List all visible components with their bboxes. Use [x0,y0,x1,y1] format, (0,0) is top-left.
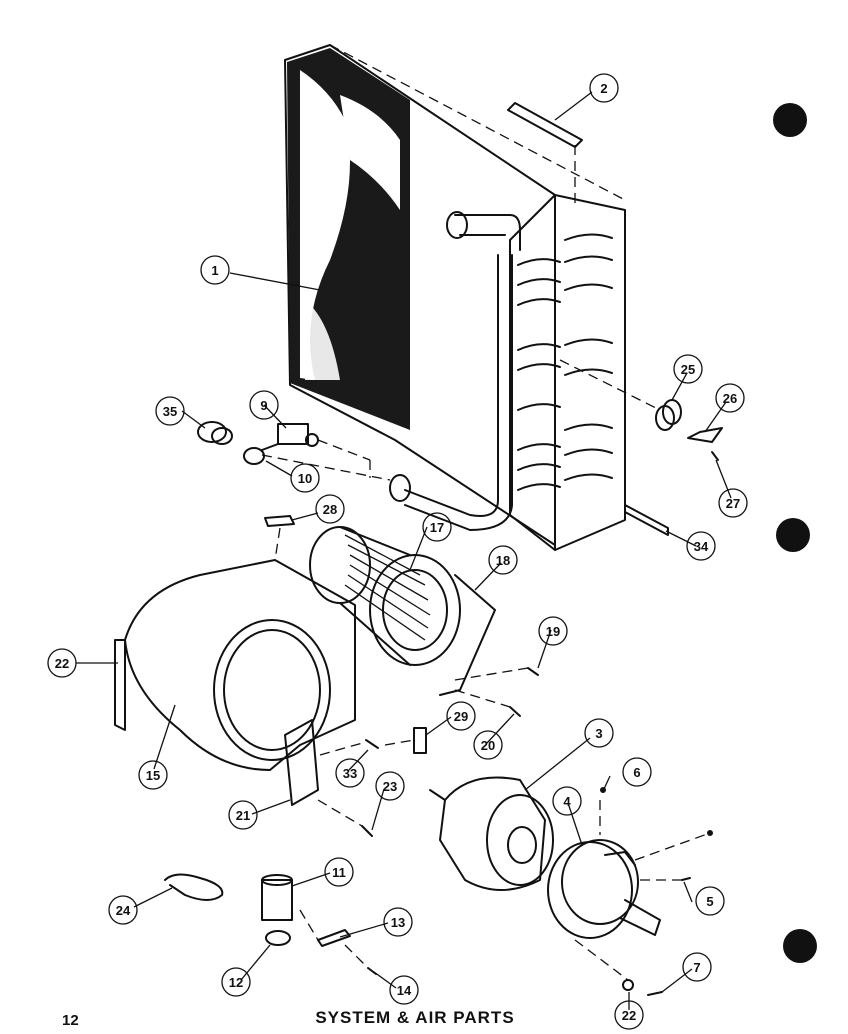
part-7-screw [647,991,663,996]
callout-27: 27 [718,488,748,518]
part-28-strip [264,515,295,527]
part-11-capacitor [261,874,293,921]
callout-2: 2 [589,73,619,103]
callout-28: 28 [315,494,345,524]
punch-hole-middle [776,518,810,552]
part-29-tab [413,727,427,754]
svg-text:2: 2 [600,81,607,96]
part-25-clip [655,399,682,431]
callout-20: 20 [473,730,503,760]
part-24-strap [164,873,224,901]
part-19-screw [527,667,539,676]
callout-4: 4 [552,786,582,816]
svg-text:15: 15 [146,768,160,783]
callout-25: 25 [673,354,703,384]
part-13-bracket [317,929,351,947]
svg-text:12: 12 [229,975,243,990]
callout-13: 13 [383,907,413,937]
svg-text:20: 20 [481,738,495,753]
svg-text:34: 34 [694,539,709,554]
svg-text:14: 14 [397,983,412,998]
part-17-blower-wheel [309,526,461,666]
svg-text:17: 17 [430,520,444,535]
svg-text:24: 24 [116,903,131,918]
part-9-valve [277,423,319,447]
svg-text:11: 11 [332,865,346,880]
assembly-dash-lines [261,44,711,981]
svg-text:6: 6 [633,765,640,780]
page-title: SYSTEM & AIR PARTS [315,1008,514,1027]
svg-text:21: 21 [236,808,250,823]
callout-22-bottom: 22 [614,1000,644,1030]
callout-33: 33 [335,758,365,788]
callout-5: 5 [695,886,725,916]
callout-6: 6 [622,757,652,787]
punch-hole-bottom [783,929,817,963]
part-26-fitting [687,427,723,443]
svg-text:33: 33 [343,766,357,781]
part-35-clamp [197,421,233,445]
callout-12: 12 [221,967,251,997]
part-27-screw [711,451,719,461]
part-21-bracket [284,719,319,806]
part-3-motor [429,776,554,891]
evaporator-coil [284,44,626,551]
svg-text:3: 3 [595,726,602,741]
part-4-mount-ring [547,839,661,939]
svg-text:13: 13 [391,915,405,930]
callout-22-left: 22 [47,648,77,678]
callout-23: 23 [375,771,405,801]
leader-lines [76,91,732,1010]
part-2-bracket [507,102,583,148]
callout-15: 15 [138,760,168,790]
part-10-cap [243,443,279,465]
callout-14: 14 [389,975,419,1005]
svg-text:10: 10 [298,471,312,486]
part-34-bracket [624,504,669,536]
punch-hole-top [773,103,807,137]
part-23-screw [361,825,373,837]
part-5-nut [707,830,713,836]
callout-7: 7 [682,952,712,982]
part-33-screw [365,739,379,749]
svg-text:29: 29 [454,709,468,724]
page-number: 12 [62,1012,79,1029]
callout-11: 11 [324,857,354,887]
svg-text:25: 25 [681,362,695,377]
callout-1: 1 [200,255,230,285]
callout-35: 35 [155,396,185,426]
callout-19: 19 [538,616,568,646]
svg-text:26: 26 [723,391,737,406]
part-20-screw [509,706,521,717]
callout-9: 9 [249,390,279,420]
svg-text:27: 27 [726,496,740,511]
callout-24: 24 [108,895,138,925]
svg-text:23: 23 [383,779,397,794]
svg-text:28: 28 [323,502,337,517]
callout-3: 3 [584,718,614,748]
svg-text:1: 1 [211,263,218,278]
part-15-blower-housing [114,559,356,771]
svg-text:18: 18 [496,553,510,568]
callout-26: 26 [715,383,745,413]
svg-text:9: 9 [260,398,267,413]
callout-17: 17 [422,512,452,542]
svg-text:22: 22 [622,1008,636,1023]
svg-text:5: 5 [706,894,713,909]
svg-text:22: 22 [55,656,69,671]
svg-text:7: 7 [693,960,700,975]
callout-21: 21 [228,800,258,830]
callout-10: 10 [290,463,320,493]
svg-text:19: 19 [546,624,560,639]
svg-text:35: 35 [163,404,177,419]
part-22-washer [622,979,634,991]
callout-29: 29 [446,701,476,731]
part-5-screw [681,877,691,881]
callout-18: 18 [488,545,518,575]
part-18-panel [439,574,496,696]
callout-34: 34 [686,531,716,561]
part-12-clip [265,930,291,946]
svg-text:4: 4 [563,794,571,809]
